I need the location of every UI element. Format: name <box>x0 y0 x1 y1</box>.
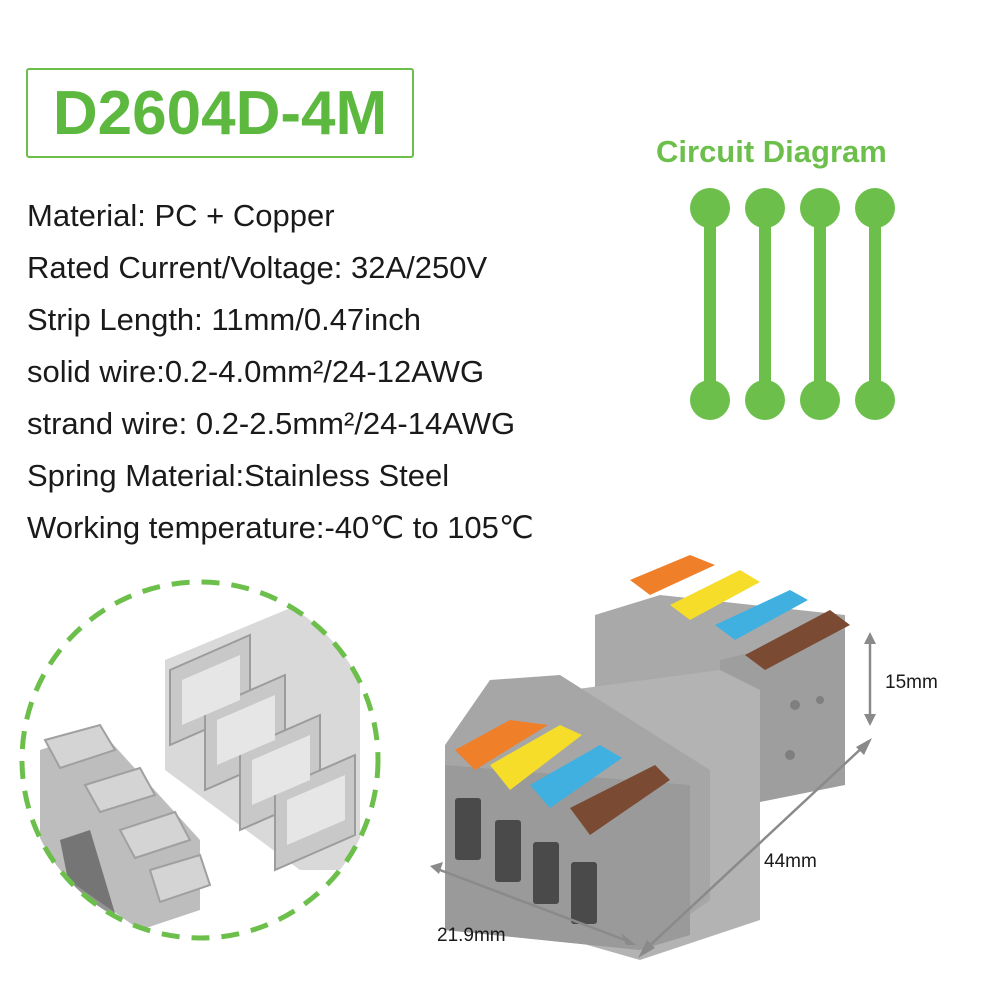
connector-product <box>430 555 876 960</box>
spec-solid-wire: solid wire:0.2-4.0mm²/24-12AWG <box>27 354 485 389</box>
circuit-terminal <box>690 188 730 228</box>
closeup-inset <box>19 579 381 941</box>
spec-material: Material: PC + Copper <box>27 198 335 233</box>
circuit-diagram <box>690 188 895 420</box>
spec-strand-wire: strand wire: 0.2-2.5mm²/24-14AWG <box>27 406 516 441</box>
circuit-terminal <box>745 188 785 228</box>
spec-strip-length: Strip Length: 11mm/0.47inch <box>27 302 422 337</box>
circuit-terminal <box>745 380 785 420</box>
spec-rated: Rated Current/Voltage: 32A/250V <box>27 250 488 285</box>
product-photos <box>19 555 876 960</box>
spec-spring: Spring Material:Stainless Steel <box>27 458 450 493</box>
circuit-diagram-title: Circuit Diagram <box>656 134 887 169</box>
circuit-terminal <box>690 380 730 420</box>
dimension-width-label: 21.9mm <box>437 925 506 946</box>
model-title: D2604D-4M <box>52 78 388 148</box>
dimension-height-label: 15mm <box>885 672 938 693</box>
dimension-length-label: 44mm <box>764 851 817 872</box>
spec-list: Material: PC + Copper Rated Current/Volt… <box>27 190 534 554</box>
circuit-terminal <box>855 380 895 420</box>
circuit-terminal <box>800 188 840 228</box>
circuit-terminal <box>855 188 895 228</box>
model-box: D2604D-4M <box>26 68 414 158</box>
circuit-terminal <box>800 380 840 420</box>
spec-temperature: Working temperature:-40℃ to 105℃ <box>27 510 534 545</box>
